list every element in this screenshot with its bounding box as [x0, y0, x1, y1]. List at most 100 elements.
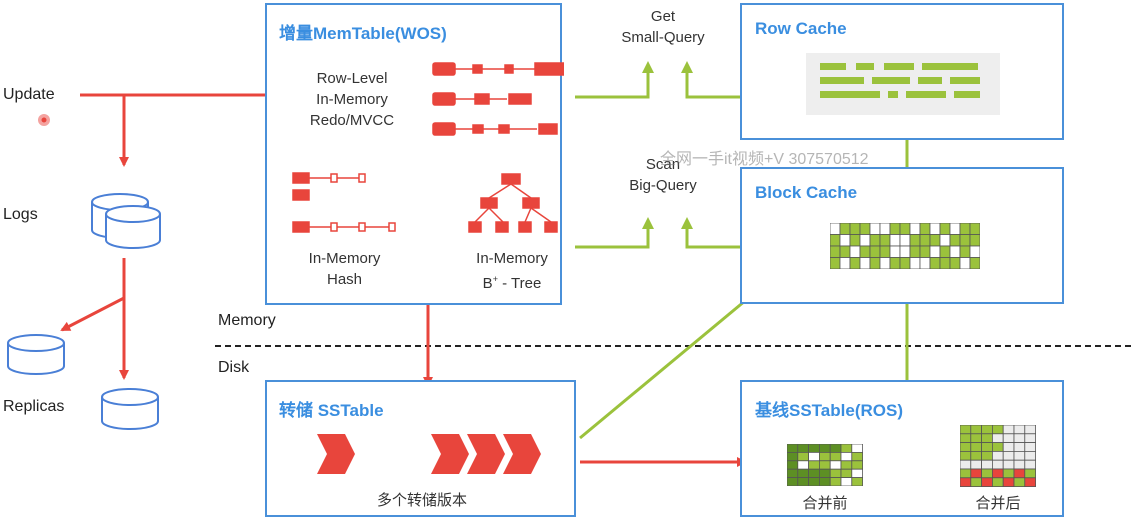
block-cache-cell: [879, 223, 891, 235]
after-merge-cell: [992, 425, 1004, 435]
hash-label: In-Memory Hash: [308, 250, 381, 288]
block-cache-cell: [869, 257, 881, 269]
after-merge-cell: [970, 433, 983, 444]
after-merge-cell: [981, 459, 993, 470]
replica-database-icon-1: [7, 334, 65, 375]
block-cache-cell: [949, 245, 961, 258]
block-cache-cell: [929, 245, 941, 258]
redo-chains-icon: [432, 62, 564, 136]
before-merge-cell: [851, 451, 863, 462]
dump-sstable-box: 转储 SSTable 多个转储版本: [265, 380, 576, 517]
block-cache-grid-icon: [830, 223, 980, 269]
after-merge-cell: [981, 442, 993, 452]
after-merge-cell: [1013, 450, 1026, 461]
block-cache-cell: [919, 257, 931, 269]
block-cache-cell: [899, 223, 911, 235]
cursor-icon: [38, 114, 50, 126]
before-merge-cell: [851, 444, 863, 453]
before-merge-cell: [787, 460, 799, 470]
before-merge-cell: [829, 444, 842, 453]
block-cache-cell: [859, 245, 871, 258]
redo-label: Row-Level In-Memory Redo/MVCC: [309, 70, 395, 129]
disk-label: Disk: [218, 359, 250, 376]
after-merge-cell: [981, 425, 993, 435]
block-cache-cell: [949, 257, 961, 269]
block-cache-cell: [859, 234, 871, 247]
btree-label: In-Memory B+ - Tree: [476, 250, 548, 292]
memtable-title: 增量MemTable(WOS): [279, 24, 447, 43]
block-cache-cell: [889, 245, 901, 258]
replica-database-icon-2: [101, 388, 159, 430]
after-merge-cell: [1002, 442, 1015, 452]
block-cache-cell: [929, 234, 941, 247]
scan-query-label: Scan Big-Query: [629, 156, 697, 194]
before-merge-cell: [819, 460, 831, 470]
block-cache-cell: [909, 223, 921, 235]
block-cache-cell: [969, 234, 980, 247]
after-merge-cell: [1024, 477, 1036, 487]
before-merge-cell: [797, 460, 810, 470]
after-merge-cell: [981, 468, 993, 479]
memory-label: Memory: [218, 312, 276, 329]
memtable-structures: [292, 62, 564, 233]
block-cache-cell: [949, 223, 961, 235]
block-cache-cell: [849, 223, 861, 235]
block-cache-cell: [959, 245, 971, 258]
after-merge-cell: [960, 450, 972, 461]
before-merge-cell: [851, 477, 863, 486]
before-merge-cell: [797, 468, 810, 479]
before-merge-cell: [797, 444, 810, 453]
baseline-sstable-box: 基线SSTable(ROS) 合并前 合并后: [740, 380, 1064, 517]
update-arrows: [60, 90, 942, 467]
before-merge-cell: [808, 477, 820, 486]
before-merge-cell: [787, 444, 799, 453]
logs-database-icon: [91, 193, 161, 249]
after-merge-cell: [970, 468, 983, 479]
after-merge-cell: [1002, 425, 1015, 435]
before-merge-label: 合并前: [802, 495, 848, 512]
sstable-versions-icon: [317, 434, 541, 474]
after-merge-cell: [1002, 433, 1015, 444]
block-cache-cell: [849, 257, 861, 269]
block-cache-cell: [969, 257, 980, 269]
block-cache-cell: [949, 234, 961, 247]
before-merge-cell: [797, 477, 810, 486]
after-merge-cell: [1024, 468, 1036, 479]
block-cache-cell: [939, 245, 951, 258]
after-merge-cell: [1024, 459, 1036, 470]
before-merge-cell: [808, 468, 820, 479]
block-cache-cell: [869, 223, 881, 235]
before-merge-cell: [840, 468, 853, 479]
block-cache-cell: [909, 257, 921, 269]
after-merge-cell: [970, 450, 983, 461]
block-cache-cell: [959, 223, 971, 235]
after-merge-cell: [1024, 450, 1036, 461]
before-merge-cell: [787, 468, 799, 479]
before-merge-cell: [829, 460, 842, 470]
block-cache-cell: [969, 245, 980, 258]
after-merge-cell: [1013, 477, 1026, 487]
after-merge-cell: [1013, 433, 1026, 444]
row-cache-title: Row Cache: [755, 19, 847, 38]
after-merge-cell: [1013, 459, 1026, 470]
after-merge-cell: [1002, 450, 1015, 461]
block-cache-cell: [899, 257, 911, 269]
before-merge-cell: [840, 477, 853, 486]
after-merge-cell: [960, 477, 972, 487]
before-merge-cell: [851, 468, 863, 479]
before-merge-cell: [787, 451, 799, 462]
block-cache-cell: [849, 245, 861, 258]
block-cache-cell: [939, 223, 951, 235]
block-cache-cell: [939, 257, 951, 269]
block-cache-cell: [909, 234, 921, 247]
row-cache-grid-icon: [806, 53, 1000, 115]
before-merge-cell: [819, 468, 831, 479]
after-merge-cell: [970, 459, 983, 470]
block-cache-cell: [909, 245, 921, 258]
before-merge-cell: [840, 444, 853, 453]
after-merge-cell: [970, 477, 983, 487]
after-merge-cell: [1024, 442, 1036, 452]
block-cache-cell: [899, 245, 911, 258]
block-cache-cell: [919, 245, 931, 258]
block-cache-cell: [839, 245, 851, 258]
